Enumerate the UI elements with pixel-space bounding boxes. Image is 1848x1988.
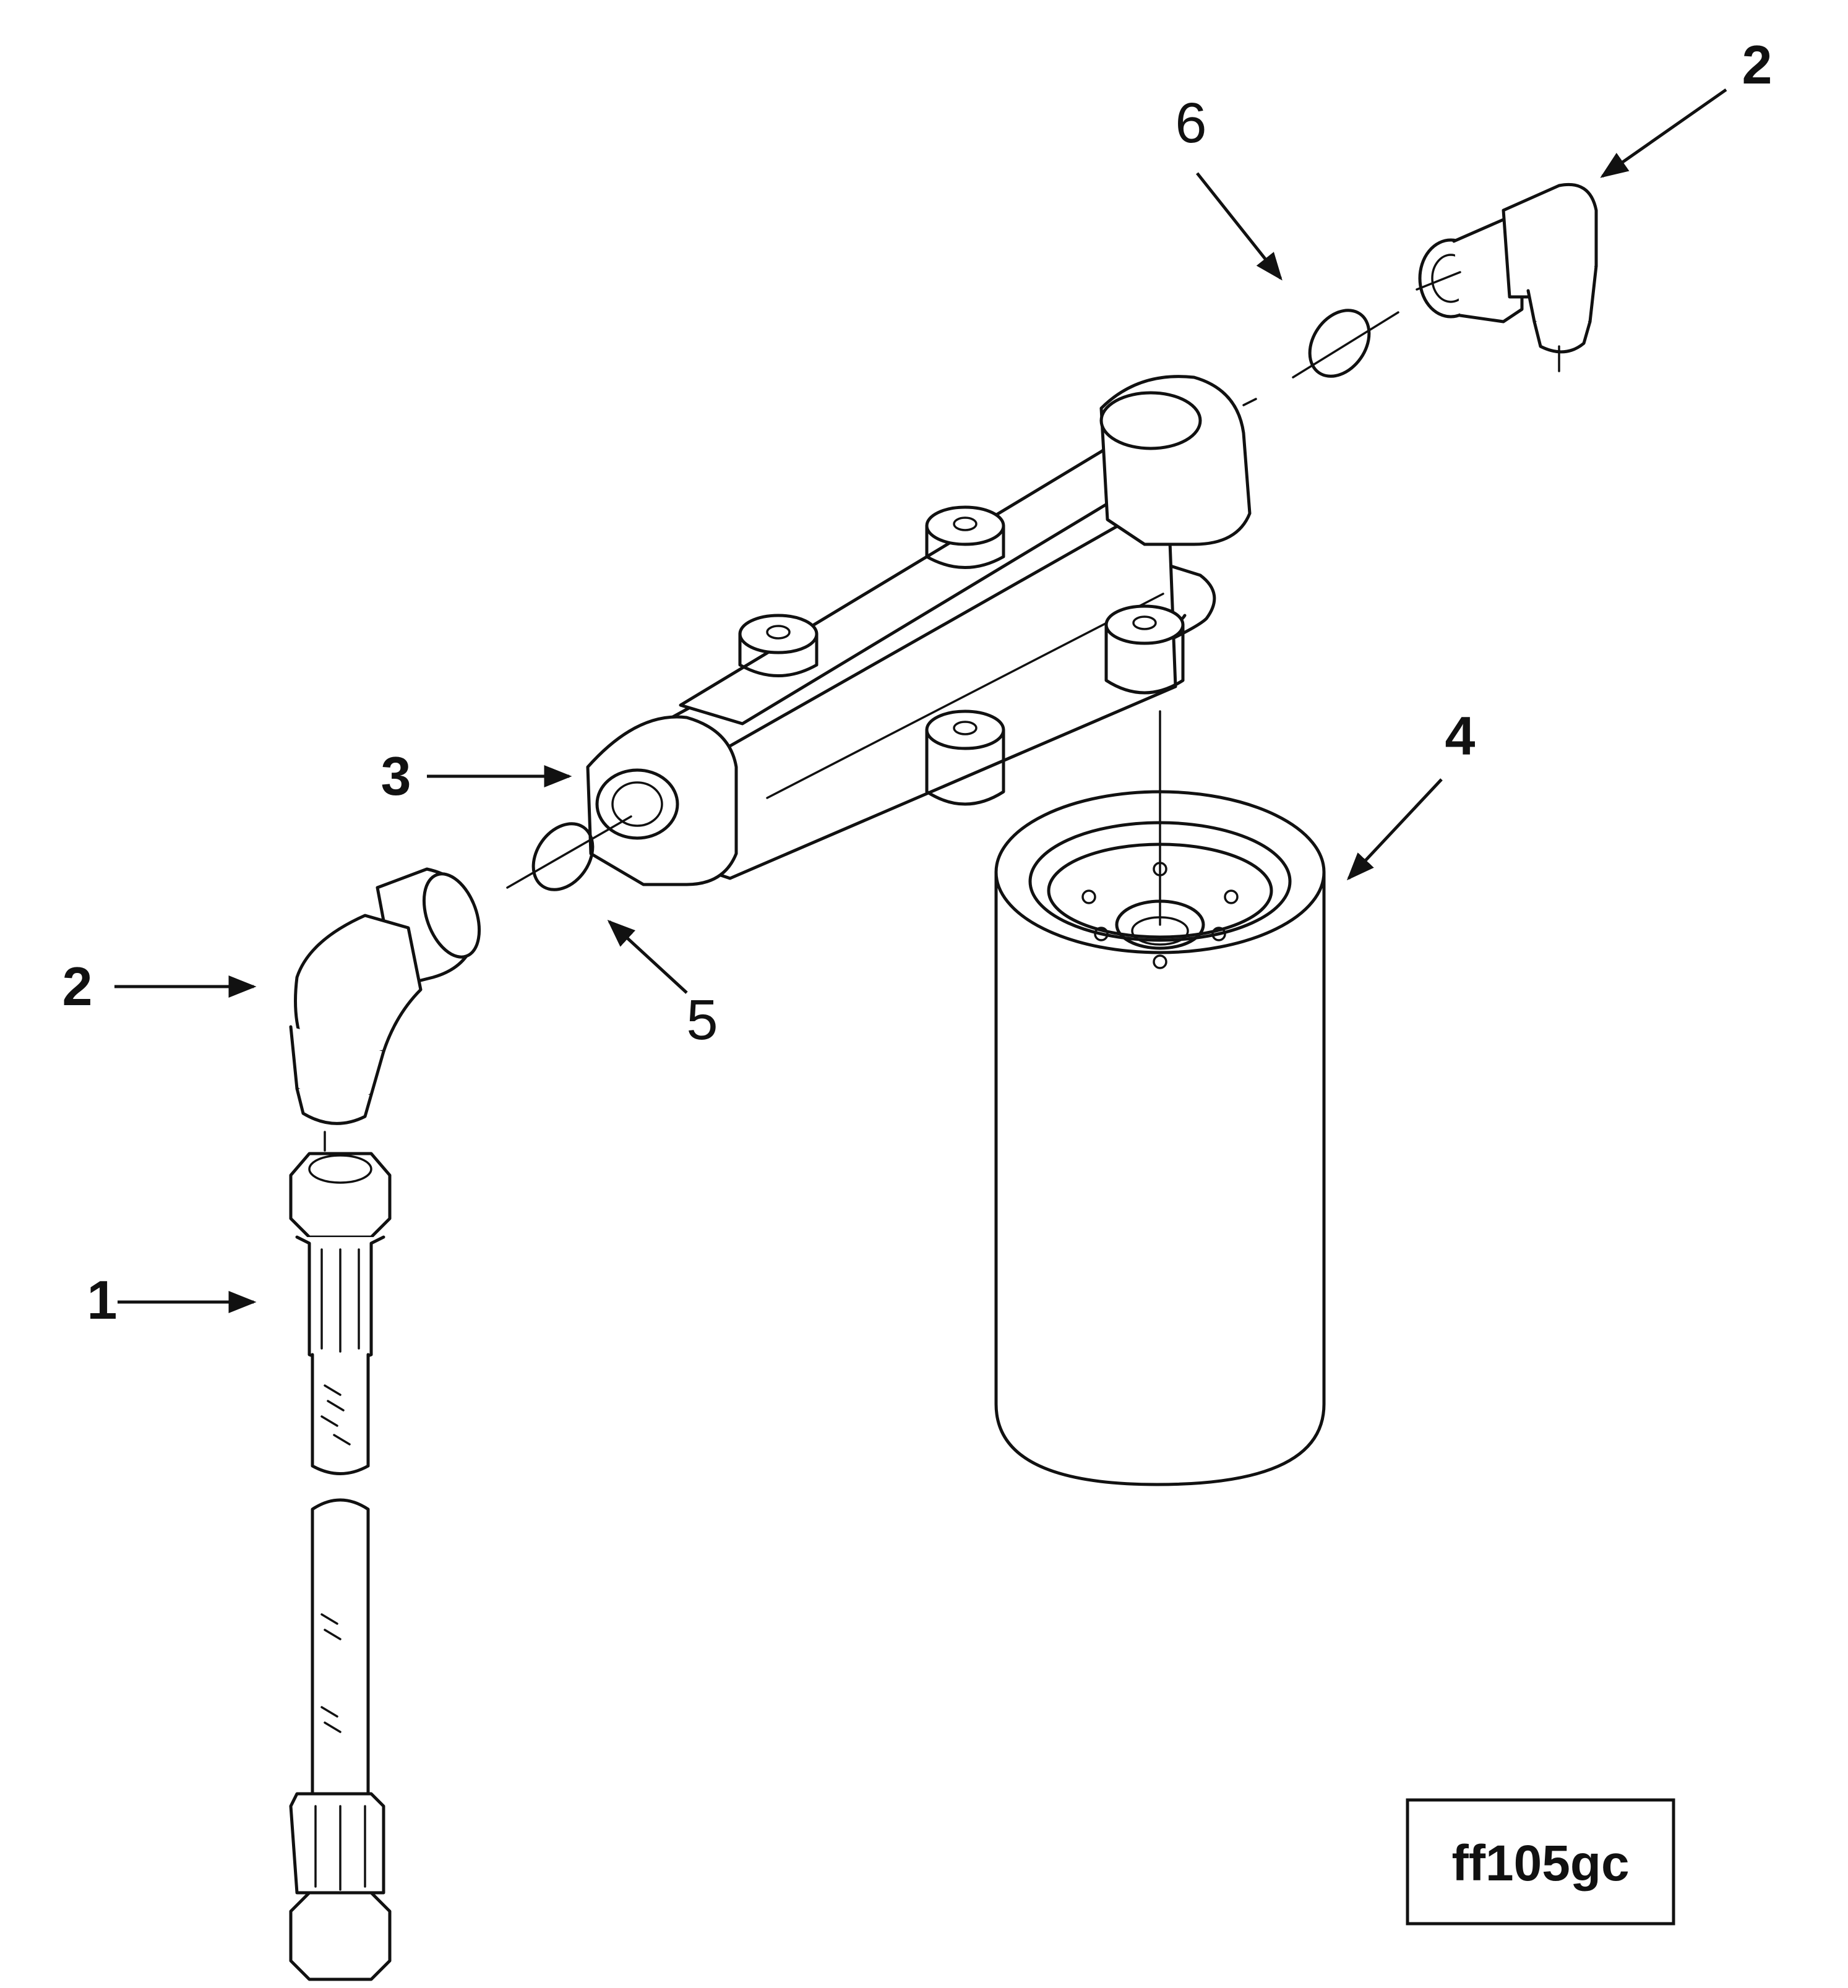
o-ring-left [506, 815, 632, 891]
leader-part5 [607, 919, 688, 994]
leader-part4 [1346, 778, 1443, 881]
callout-part5: 5 [686, 988, 718, 1052]
callout-part2-right: 2 [1742, 34, 1773, 95]
callout-part1: 1 [87, 1269, 118, 1330]
leader-lines [114, 88, 1727, 1313]
callout-part4: 4 [1445, 705, 1476, 766]
leader-part6 [1196, 172, 1283, 281]
elbow-fitting-left [289, 867, 481, 1152]
o-ring-right [1242, 309, 1399, 406]
callout-part6: 6 [1175, 92, 1206, 155]
figure-code: ff105gc [1451, 1835, 1629, 1892]
callout-part3: 3 [381, 745, 411, 807]
spin-on-filter-cartridge [994, 710, 1326, 1486]
filter-head-housing [586, 375, 1252, 886]
elbow-fitting-right [1416, 182, 1598, 372]
callout-part2-left: 2 [62, 956, 93, 1017]
figure-reference-box: ff105gc [1406, 1798, 1675, 1926]
hose-assembly [289, 1152, 392, 1981]
callout-labels: 1 2 2 3 4 5 6 [62, 34, 1773, 1330]
leader-part2-right [1600, 88, 1727, 178]
